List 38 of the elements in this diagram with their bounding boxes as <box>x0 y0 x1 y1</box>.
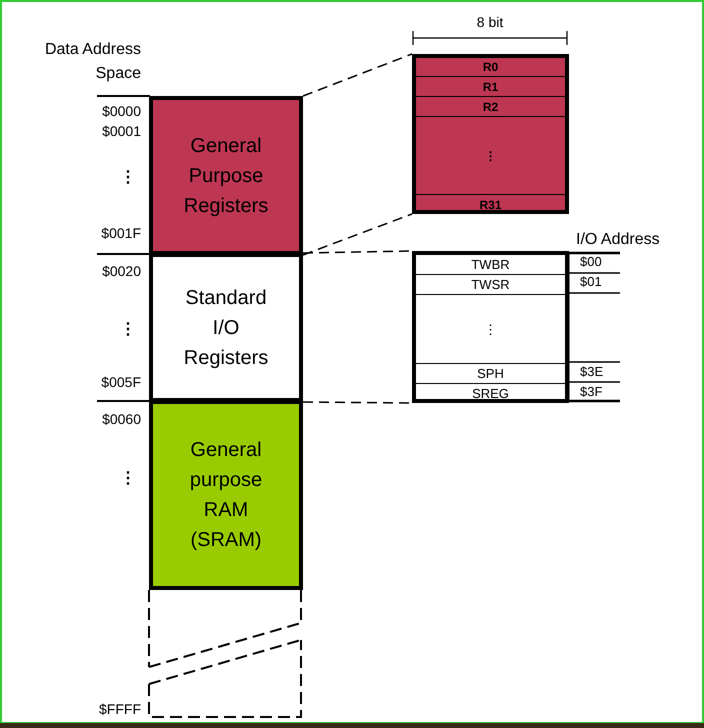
address-label: $0001 <box>102 123 141 139</box>
address-label: $3F <box>580 384 602 400</box>
block-label: TWBR <box>471 258 510 271</box>
expansion-line <box>302 53 412 97</box>
memory-block <box>149 96 303 255</box>
address-label: $00 <box>580 254 602 270</box>
expansion-line <box>303 401 412 404</box>
register-file-box <box>412 54 569 214</box>
block-label: General purpose RAM (SRAM) <box>188 438 264 553</box>
block-label: SREG <box>472 387 509 400</box>
block-label: R31 <box>479 198 502 210</box>
memory-block <box>149 253 303 402</box>
address-label: $01 <box>580 274 602 290</box>
expansion-line <box>302 213 412 256</box>
block-label: R1 <box>482 80 498 92</box>
block-label: SPH <box>477 367 504 380</box>
block-label: R0 <box>482 61 498 73</box>
address-label: $FFFF <box>99 701 141 717</box>
address-label: $005F <box>101 374 141 390</box>
block-label: ⋮ <box>484 150 496 162</box>
block-label: General Purpose Registers <box>182 134 270 218</box>
dimension-label: 8 bit <box>476 14 504 30</box>
block-label: R2 <box>482 100 498 112</box>
block-label: TWSR <box>471 278 510 291</box>
block-label: ⋮ <box>484 322 497 336</box>
ellipsis-mark: ⋮ <box>120 170 136 186</box>
address-label: $0060 <box>102 411 141 427</box>
address-label: Data Address Space <box>44 40 141 84</box>
address-label: $001F <box>101 225 141 241</box>
ellipsis-mark: ⋮ <box>120 471 136 487</box>
address-label: $3E <box>580 364 604 380</box>
block-label: Standard I/O Registers <box>182 286 270 370</box>
address-label: $0020 <box>102 263 141 279</box>
ellipsis-mark: ⋮ <box>120 322 136 338</box>
io-register-table <box>412 251 569 403</box>
address-label: I/O Address <box>576 232 660 248</box>
address-label: $0000 <box>102 103 141 119</box>
memory-block <box>149 400 303 590</box>
